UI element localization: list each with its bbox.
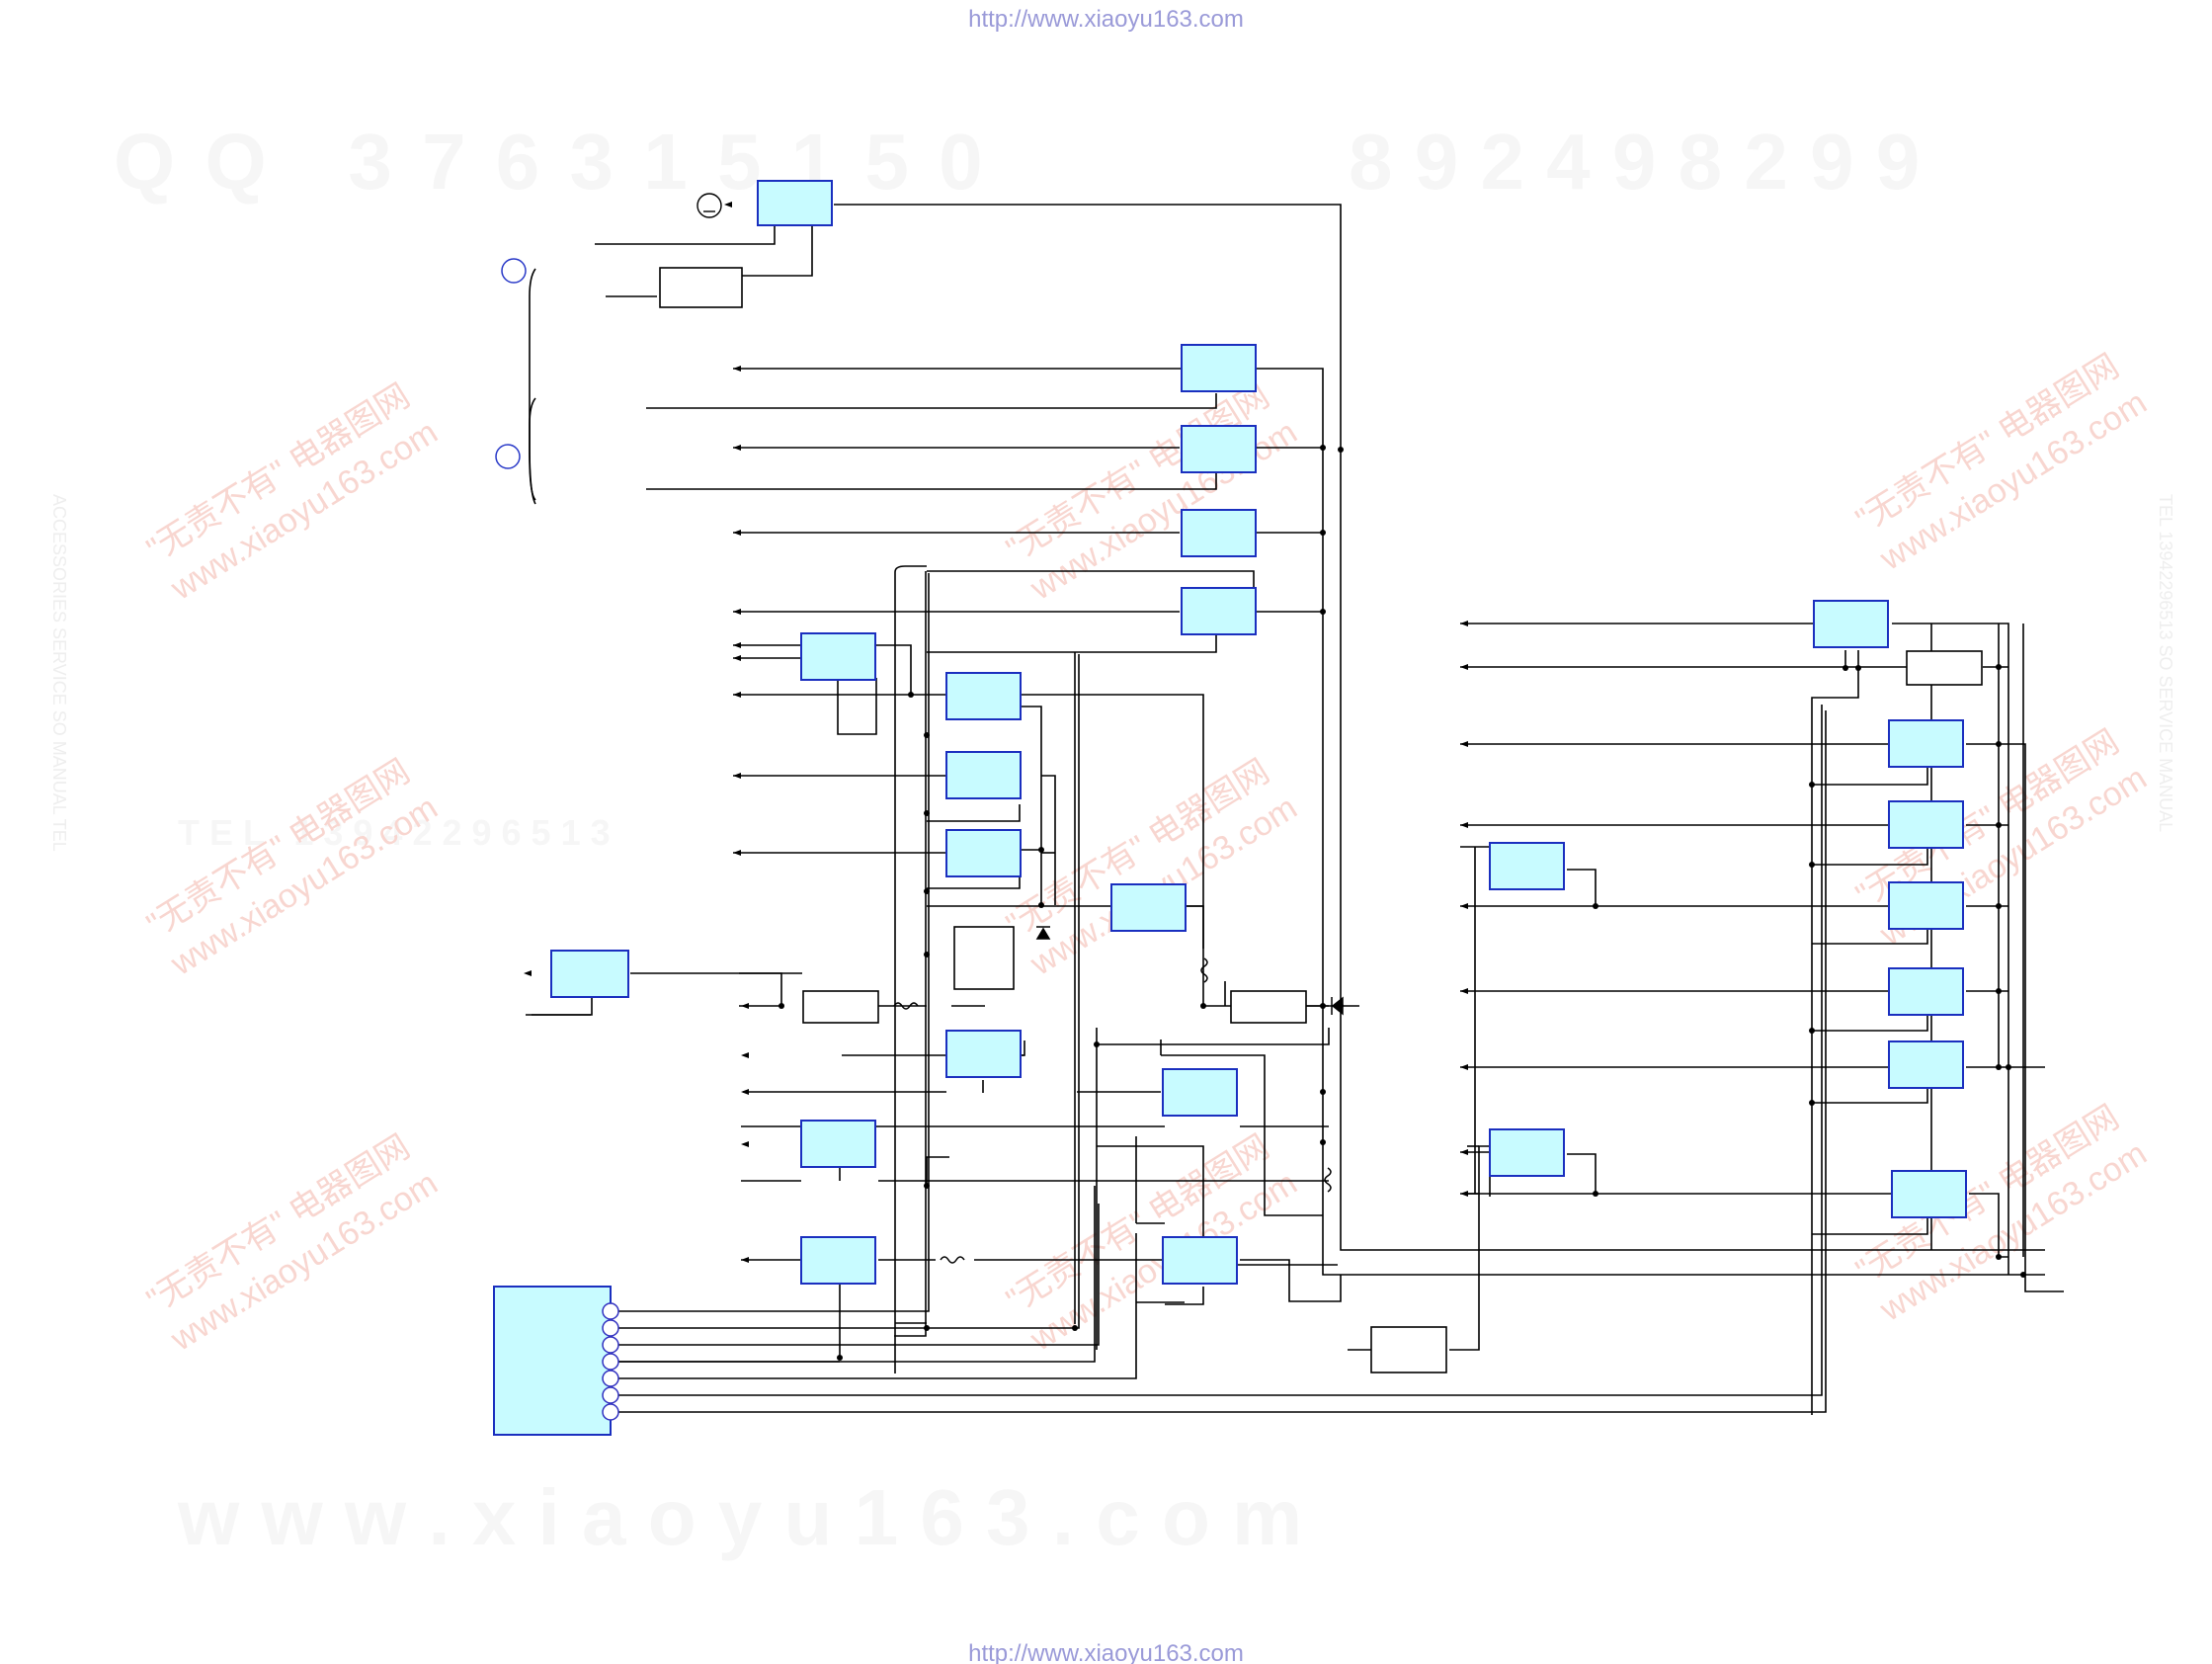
watermark-site: w w w . x i a o y u 1 6 3 . c o m — [178, 1473, 1303, 1561]
ic-block[interactable] — [1888, 881, 1964, 930]
ic-block[interactable] — [1181, 509, 1257, 557]
ic-block[interactable] — [1888, 800, 1964, 849]
component-box[interactable] — [1230, 990, 1307, 1024]
component-box[interactable] — [1370, 1326, 1447, 1373]
header-url[interactable]: http://www.xiaoyu163.com — [968, 6, 1244, 33]
ic-block[interactable] — [945, 672, 1022, 720]
ic-block[interactable] — [1888, 719, 1964, 768]
ic-block[interactable] — [1181, 344, 1257, 392]
footer-url[interactable]: http://www.xiaoyu163.com — [968, 1640, 1244, 1664]
watermark-qq-number: 8 9 2 4 9 8 2 9 9 — [1349, 118, 1921, 206]
connector-pin[interactable] — [602, 1353, 619, 1371]
ic-block[interactable] — [800, 1236, 876, 1285]
ic-blocks — [493, 180, 1967, 1436]
ground-circle — [696, 193, 722, 218]
input-marker-circle[interactable] — [501, 258, 527, 284]
wires — [526, 204, 2064, 1415]
ic-block[interactable] — [757, 180, 833, 226]
connector-block[interactable] — [493, 1286, 612, 1436]
ic-block[interactable] — [1813, 600, 1889, 648]
ic-block[interactable] — [1181, 587, 1257, 635]
component-box[interactable] — [659, 267, 743, 308]
ic-block[interactable] — [800, 1120, 876, 1168]
ic-block[interactable] — [800, 632, 876, 681]
component-box[interactable] — [953, 926, 1015, 990]
connector-pin[interactable] — [602, 1336, 619, 1354]
ic-block[interactable] — [550, 950, 629, 998]
input-marker-circle[interactable] — [495, 444, 521, 469]
connector-pin[interactable] — [602, 1403, 619, 1421]
watermark-side-left: ACCESSORIES SERVICE SO MANUAL TEL — [49, 494, 69, 852]
signal-arrows — [524, 202, 1468, 1263]
ic-block[interactable] — [945, 1030, 1022, 1078]
ic-block[interactable] — [1162, 1068, 1238, 1117]
ic-block[interactable] — [1888, 967, 1964, 1016]
ground-symbol — [696, 193, 722, 218]
connector-pins — [602, 1302, 619, 1421]
component-boxes — [659, 267, 1983, 1373]
watermark-tel: T E L 1 3 9 4 2 2 9 6 5 1 3 — [178, 812, 611, 853]
ic-block[interactable] — [1110, 883, 1187, 932]
connector-pin[interactable] — [602, 1370, 619, 1387]
ic-block[interactable] — [1489, 1128, 1565, 1177]
connector-pin[interactable] — [602, 1386, 619, 1404]
watermark-side-right: TEL 13942296513 SO SERVICE MANUAL — [2156, 494, 2175, 833]
ic-block[interactable] — [1888, 1040, 1964, 1089]
junctions — [778, 445, 2026, 1361]
connector-pin[interactable] — [602, 1302, 619, 1320]
component-box[interactable] — [802, 990, 879, 1024]
ic-block[interactable] — [945, 751, 1022, 799]
ic-block[interactable] — [1181, 425, 1257, 473]
ic-block[interactable] — [1489, 842, 1565, 890]
component-box[interactable] — [1906, 650, 1983, 686]
ic-block[interactable] — [1891, 1170, 1967, 1218]
ic-block[interactable] — [1162, 1236, 1238, 1285]
ic-block[interactable] — [945, 829, 1022, 877]
input-markers — [495, 258, 527, 469]
connector-pin[interactable] — [602, 1319, 619, 1337]
